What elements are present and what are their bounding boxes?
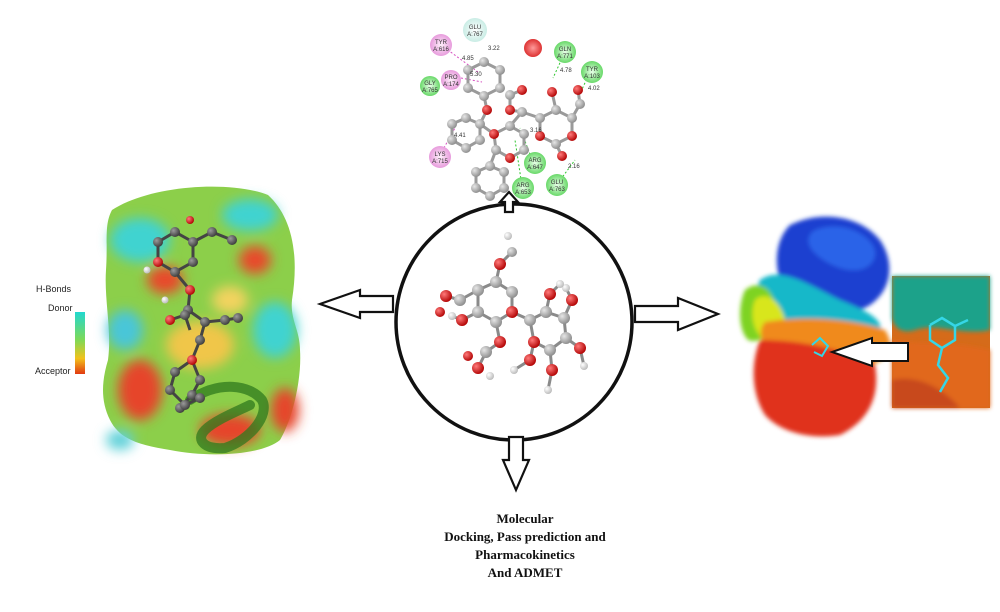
residue-label: A:653 bbox=[515, 190, 531, 196]
legend-donor-label: Donor bbox=[48, 303, 73, 313]
protein-surface-panel bbox=[740, 216, 990, 437]
central-ligand-panel bbox=[394, 202, 634, 442]
arrow-zoom bbox=[828, 336, 909, 368]
caption-line-3: Pharmacokinetics bbox=[475, 547, 575, 562]
caption-line-4: And ADMET bbox=[487, 565, 563, 580]
residue-label: A:763 bbox=[549, 187, 565, 193]
ribbon-helix bbox=[185, 381, 269, 454]
distance-label: 3.22 bbox=[488, 46, 500, 52]
residue-glu-767: GLU A:767 bbox=[463, 18, 487, 42]
distance-label: 4.78 bbox=[560, 68, 572, 74]
residue-tyr-616: TYR A:616 bbox=[430, 34, 452, 56]
residue-label: A:647 bbox=[527, 165, 543, 171]
residue-label: GLY bbox=[424, 81, 436, 87]
caption-line-1: Molecular bbox=[496, 511, 554, 526]
residue-arg-647: ARG A:647 bbox=[524, 152, 546, 174]
ligand-atoms bbox=[143, 216, 243, 413]
residue-label: A:765 bbox=[422, 88, 438, 94]
legend-color-bar bbox=[75, 312, 85, 374]
residue-label: A:771 bbox=[557, 54, 573, 60]
residue-gln-771: GLN A:771 bbox=[554, 41, 576, 63]
residue-lys-715: LYS A:715 bbox=[429, 146, 451, 168]
arrow-up bbox=[497, 190, 521, 214]
residue-label: A:174 bbox=[443, 82, 459, 88]
distance-label: 4.41 bbox=[454, 133, 466, 139]
residue-label: GLN bbox=[559, 47, 571, 53]
residue-label: LYS bbox=[435, 152, 446, 158]
residue-unlabeled-red bbox=[524, 39, 542, 57]
residue-tyr-103: TYR A:103 bbox=[581, 61, 603, 83]
caption: Molecular Docking, Pass prediction and P… bbox=[380, 510, 670, 582]
residue-label: PRO bbox=[444, 75, 457, 81]
arrow-right bbox=[633, 296, 721, 332]
residue-label: A:103 bbox=[584, 74, 600, 80]
interaction-map-panel: GLU A:767 TYR A:616 GLY A:765 PRO A:174 … bbox=[420, 18, 603, 201]
residue-pro-174: PRO A:174 bbox=[441, 70, 461, 90]
residue-label: TYR bbox=[435, 40, 448, 46]
pocket-ligand bbox=[811, 336, 830, 358]
distance-label: 4.85 bbox=[462, 56, 474, 62]
residue-label: GLU bbox=[551, 180, 563, 186]
central-circle bbox=[394, 202, 634, 442]
arrow-left bbox=[316, 288, 395, 320]
hbond-legend: H-Bonds Donor Acceptor bbox=[35, 284, 85, 376]
residue-arg-653: ARG A:653 bbox=[512, 177, 534, 199]
residue-gly-765: GLY A:765 bbox=[420, 76, 440, 96]
legend-title: H-Bonds bbox=[36, 284, 72, 294]
residue-label: ARG bbox=[528, 158, 541, 164]
arrow-down bbox=[501, 435, 531, 493]
distance-label: 5.30 bbox=[470, 72, 482, 78]
distance-label: 2.16 bbox=[568, 164, 580, 170]
legend-acceptor-label: Acceptor bbox=[35, 366, 71, 376]
distance-label: 4.02 bbox=[588, 86, 600, 92]
residue-label: A:767 bbox=[467, 32, 483, 38]
residue-label: ARG bbox=[516, 183, 529, 189]
inset-ligand bbox=[928, 316, 969, 393]
caption-line-2: Docking, Pass prediction and bbox=[444, 529, 606, 544]
residue-label: A:715 bbox=[432, 159, 448, 165]
hbond-surface-panel bbox=[103, 186, 301, 455]
residue-label: GLU bbox=[469, 25, 481, 31]
arrows bbox=[316, 190, 721, 493]
residue-label: TYR bbox=[586, 67, 599, 73]
distance-label: 3.16 bbox=[530, 128, 542, 134]
residue-label: A:616 bbox=[433, 47, 449, 53]
residue-glu-763: GLU A:763 bbox=[546, 174, 568, 196]
